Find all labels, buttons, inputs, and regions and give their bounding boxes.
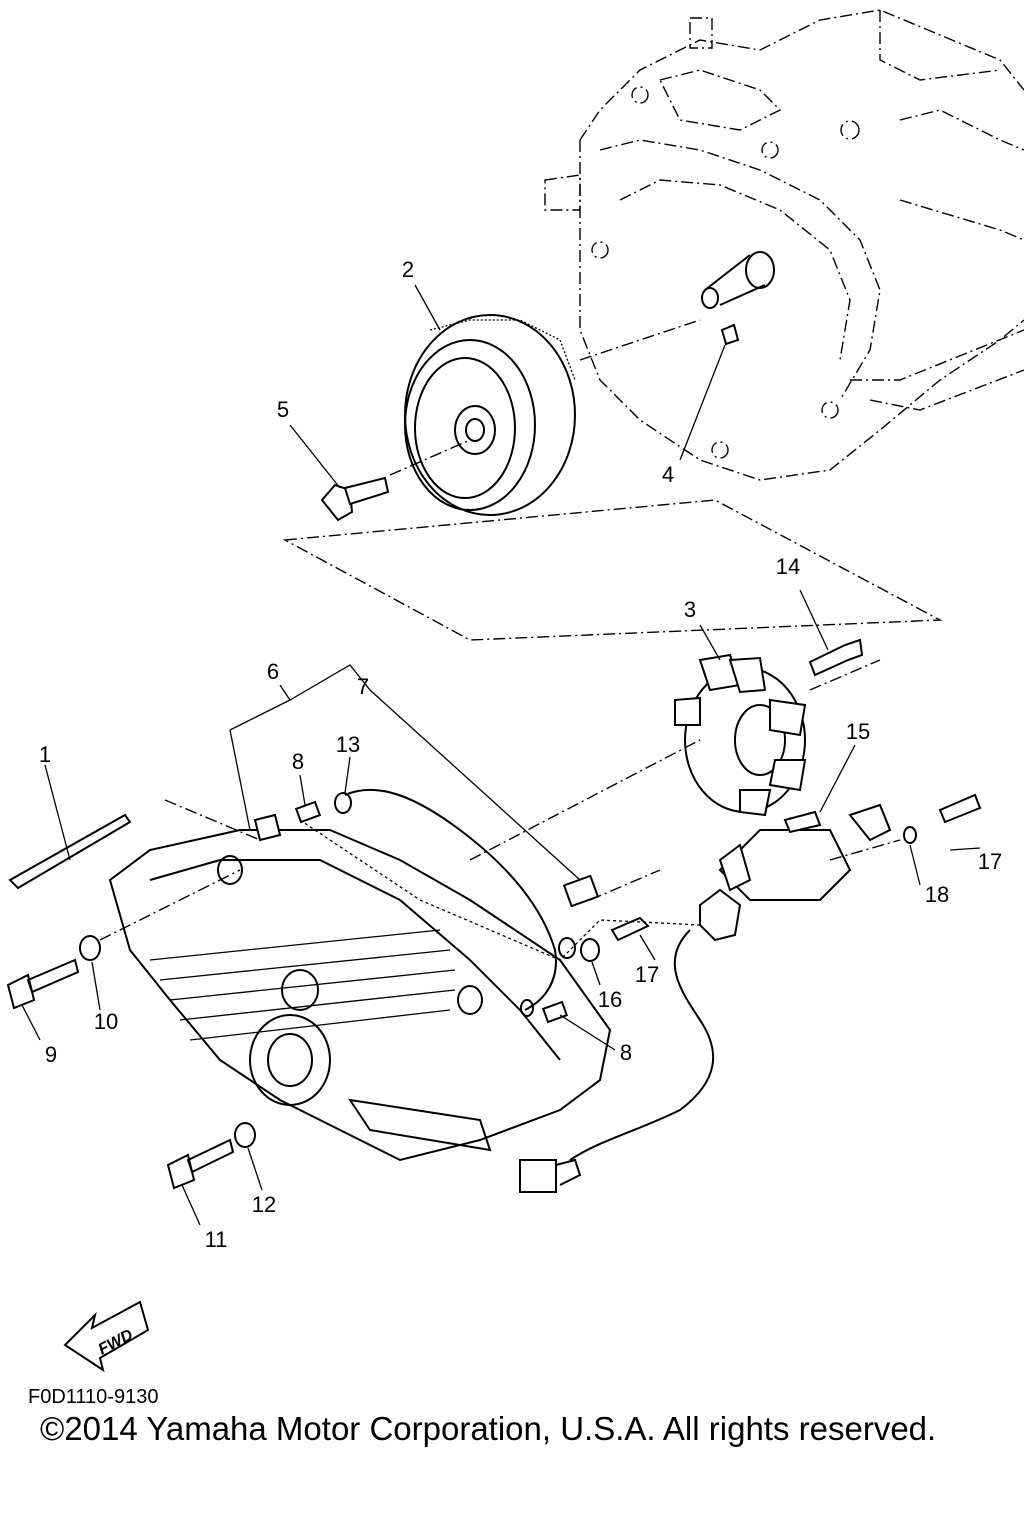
fwd-arrow-icon: FWD (63, 1300, 150, 1373)
pulser-coil-assembly (610, 793, 982, 942)
callout-1: 1 (38, 742, 52, 767)
cover-bolt-upper (6, 958, 80, 1010)
callout-13: 13 (335, 732, 361, 757)
callout-12: 12 (251, 1192, 277, 1217)
o-ring-gasket (344, 788, 557, 1011)
dowel-pin-upper (294, 800, 322, 824)
callout-9: 9 (44, 1042, 58, 1067)
callout-11: 11 (204, 1227, 228, 1252)
callout-6: 6 (266, 659, 280, 684)
callout-3: 3 (683, 597, 697, 622)
leader-lines (21, 284, 981, 1226)
callout-15: 15 (845, 719, 871, 744)
wire-harness (519, 929, 714, 1193)
callout-10: 10 (93, 1009, 119, 1034)
washer-lower (234, 1122, 256, 1148)
cable-tie (8, 813, 132, 890)
flywheel (404, 314, 576, 516)
cover-bolt-lower (166, 1138, 235, 1190)
stator-coil (674, 653, 807, 817)
callout-2: 2 (401, 257, 415, 282)
engine-crankcase (544, 9, 1024, 481)
collar (562, 874, 600, 908)
flywheel-cover (108, 813, 612, 1162)
dowel-pin-lower (541, 1000, 569, 1024)
figure-code: F0D1110-9130 (28, 1386, 159, 1408)
callout-7: 7 (356, 674, 370, 699)
callout-4: 4 (661, 462, 675, 487)
callout-8-upper: 8 (291, 749, 305, 774)
callout-14: 14 (775, 554, 801, 579)
stator-screw (808, 638, 864, 677)
copyright-notice: ©2014 Yamaha Motor Corporation, U.S.A. A… (40, 1410, 937, 1447)
callout-5: 5 (276, 397, 290, 422)
washer-upper (79, 935, 101, 961)
flywheel-bolt (320, 476, 390, 522)
callout-17-right: 17 (977, 849, 1003, 874)
callout-17-left: 17 (634, 962, 660, 987)
callout-18: 18 (924, 882, 950, 907)
callout-16: 16 (597, 987, 623, 1012)
callout-8-lower: 8 (619, 1040, 633, 1065)
